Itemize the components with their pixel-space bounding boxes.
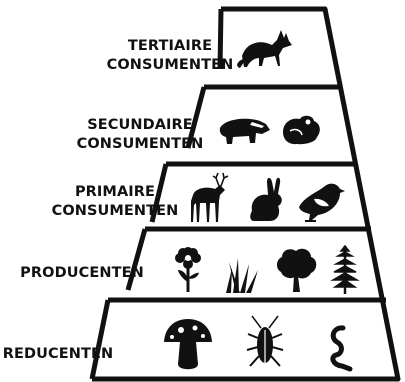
bird-icon — [299, 183, 345, 222]
tier-left-primary — [149, 163, 169, 223]
rabbit-icon — [250, 177, 282, 221]
grass-icon — [226, 258, 258, 293]
tree-icon — [276, 248, 317, 292]
tier-left-producers — [125, 228, 148, 291]
tier-left-tertiary — [217, 8, 224, 70]
tertiary-label-line1: TERTIAIRE — [127, 38, 213, 54]
frog-icon — [283, 115, 320, 145]
decomposers-label-line1: REDUCENTEN — [2, 346, 114, 362]
flower-icon — [175, 247, 201, 292]
primary-label-line2: CONSUMENTEN — [51, 203, 179, 219]
primary-consumers-label: PRIMAIRE CONSUMENTEN — [45, 183, 185, 221]
tier-left-decomposers — [89, 299, 111, 380]
deer-icon — [191, 172, 229, 222]
cockroach-icon — [246, 315, 284, 367]
tertiary-consumers-label: TERTIAIRE CONSUMENTEN — [100, 37, 240, 75]
producers-label-line1: PRODUCENTEN — [20, 265, 144, 281]
producers-label: PRODUCENTEN — [2, 264, 162, 283]
fox-icon — [237, 30, 292, 68]
fern-icon — [330, 244, 360, 294]
worm-icon — [330, 325, 353, 372]
decomposers-label: REDUCENTEN — [0, 345, 116, 364]
tertiary-label-line2: CONSUMENTEN — [106, 57, 234, 73]
badger-icon — [219, 118, 270, 144]
secondary-label-line2: CONSUMENTEN — [76, 136, 204, 152]
secondary-consumers-label: SECUNDAIRE CONSUMENTEN — [70, 116, 210, 154]
tier-left-secondary — [185, 86, 207, 149]
secondary-label-line1: SECUNDAIRE — [87, 117, 193, 133]
mushroom-icon — [164, 319, 212, 370]
pyramid-right-edge — [322, 6, 401, 382]
primary-label-line1: PRIMAIRE — [74, 184, 156, 200]
